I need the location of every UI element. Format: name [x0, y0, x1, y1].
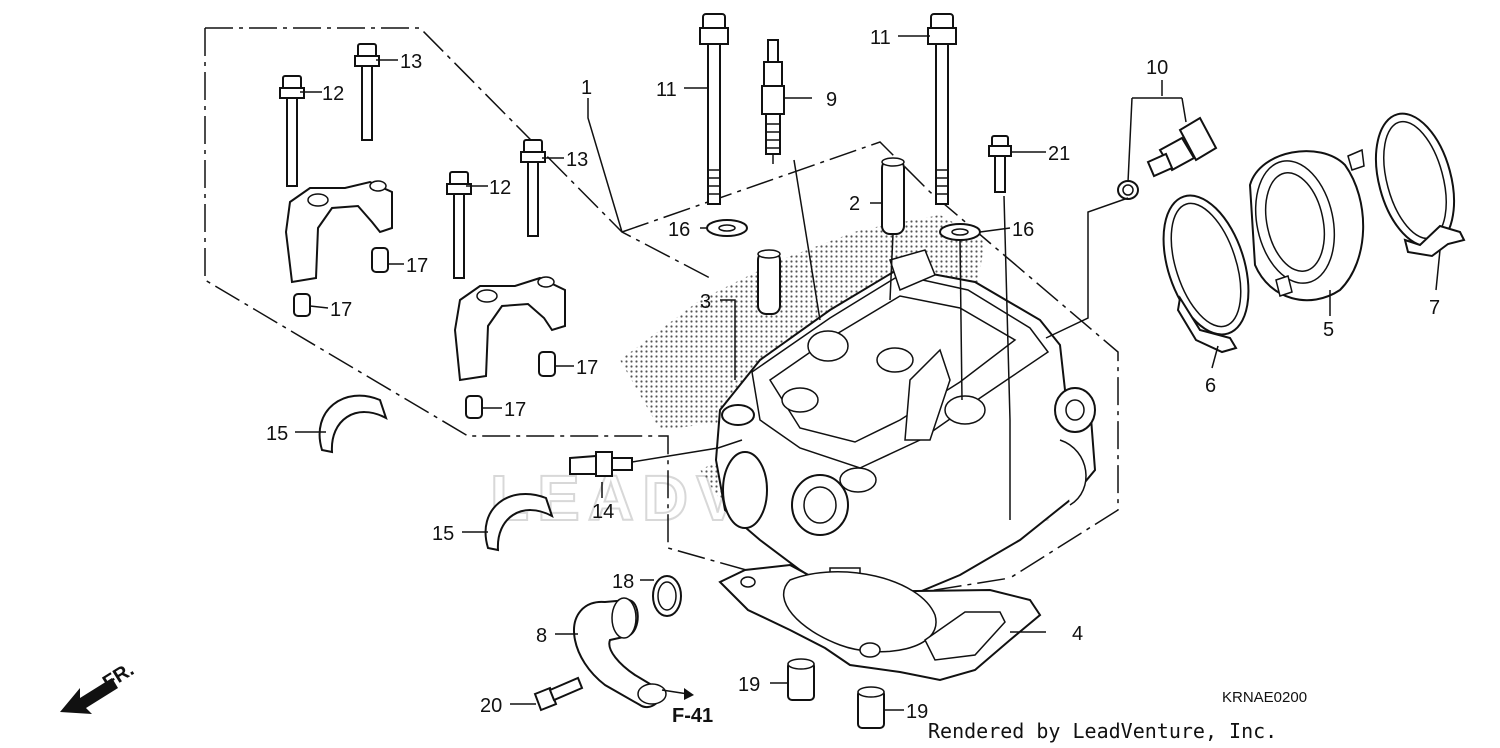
dowel-17-a	[371, 247, 389, 273]
cross-ref-arrowhead	[684, 688, 694, 700]
callout-10: 10	[1146, 57, 1168, 79]
callout-19-right: 19	[906, 701, 928, 723]
spark-plug	[761, 39, 785, 164]
callout-8: 8	[536, 625, 547, 647]
callout-11-left: 11	[656, 79, 677, 101]
cylinder-stud-bolt-left	[699, 13, 729, 205]
camshaft-holder-lower	[453, 276, 566, 382]
seal-arc-upper	[318, 394, 388, 454]
callout-15-upper: 15	[266, 423, 288, 445]
water-joint-8	[573, 597, 667, 709]
callout-2: 2	[849, 193, 860, 215]
callout-13-upper: 13	[400, 51, 422, 73]
callout-3: 3	[700, 291, 711, 313]
holder-bolt-12-lower	[446, 171, 472, 279]
callout-17-b: 17	[330, 299, 352, 321]
callout-6: 6	[1205, 375, 1216, 397]
dowel-19-left	[787, 658, 815, 701]
carburetor-insulator-5	[1248, 148, 1365, 302]
callout-21: 21	[1048, 143, 1070, 165]
camshaft-holder-upper	[284, 180, 393, 284]
cross-reference-label: F-41	[672, 705, 713, 727]
credit-line: Rendered by LeadVenture, Inc.	[928, 719, 1277, 743]
callout-9: 9	[826, 89, 837, 111]
callout-11-right: 11	[870, 27, 891, 49]
bolt-21	[988, 135, 1012, 193]
leader-lines	[295, 35, 1441, 711]
dowel-17-d	[465, 395, 483, 419]
callout-7: 7	[1429, 297, 1440, 319]
temperature-sensor	[1146, 116, 1218, 178]
dowel-17-b	[293, 293, 311, 317]
callout-14: 14	[592, 501, 614, 523]
holder-bolt-13-upper	[354, 43, 380, 141]
assembly-outline-head	[621, 141, 1119, 579]
callout-5: 5	[1323, 319, 1334, 341]
callout-19-left: 19	[738, 674, 760, 696]
head-gasket	[718, 563, 1042, 682]
front-direction-arrow	[60, 678, 118, 714]
callout-12-upper: 12	[322, 83, 344, 105]
cylinder-stud-bolt-right	[927, 13, 957, 205]
insulator-clamp-7	[1375, 112, 1466, 258]
bolt-20	[533, 676, 584, 712]
callout-13-lower: 13	[566, 149, 588, 171]
callout-4: 4	[1072, 623, 1083, 645]
insulator-clamp-6	[1162, 194, 1250, 354]
cylinder-head	[714, 249, 1097, 602]
callout-16-left: 16	[668, 219, 690, 241]
callout-15-lower: 15	[432, 523, 454, 545]
seal-arc-lower	[484, 493, 554, 552]
callout-1: 1	[581, 77, 592, 99]
dowel-17-c	[538, 351, 556, 377]
reference-code: KRNAE0200	[1222, 689, 1307, 706]
callout-17-d: 17	[504, 399, 526, 421]
water-fitting-14	[569, 451, 633, 477]
callout-17-a: 17	[406, 255, 428, 277]
dowel-pin-2	[881, 157, 905, 235]
callout-12-lower: 12	[489, 177, 511, 199]
callout-20: 20	[480, 695, 502, 717]
dowel-19-right	[857, 686, 885, 729]
callout-17-c: 17	[576, 357, 598, 379]
holder-bolt-13-lower	[520, 139, 546, 237]
cross-ref-leader	[661, 689, 689, 695]
holder-bolt-12-upper	[279, 75, 305, 187]
callout-16-right: 16	[1012, 219, 1034, 241]
callouts: 1 2 3 4 5 6 7 8 9 10 11 11 12 12 13 13 1…	[266, 27, 1440, 723]
dowel-pin-3	[757, 249, 781, 315]
callout-18: 18	[612, 571, 634, 593]
